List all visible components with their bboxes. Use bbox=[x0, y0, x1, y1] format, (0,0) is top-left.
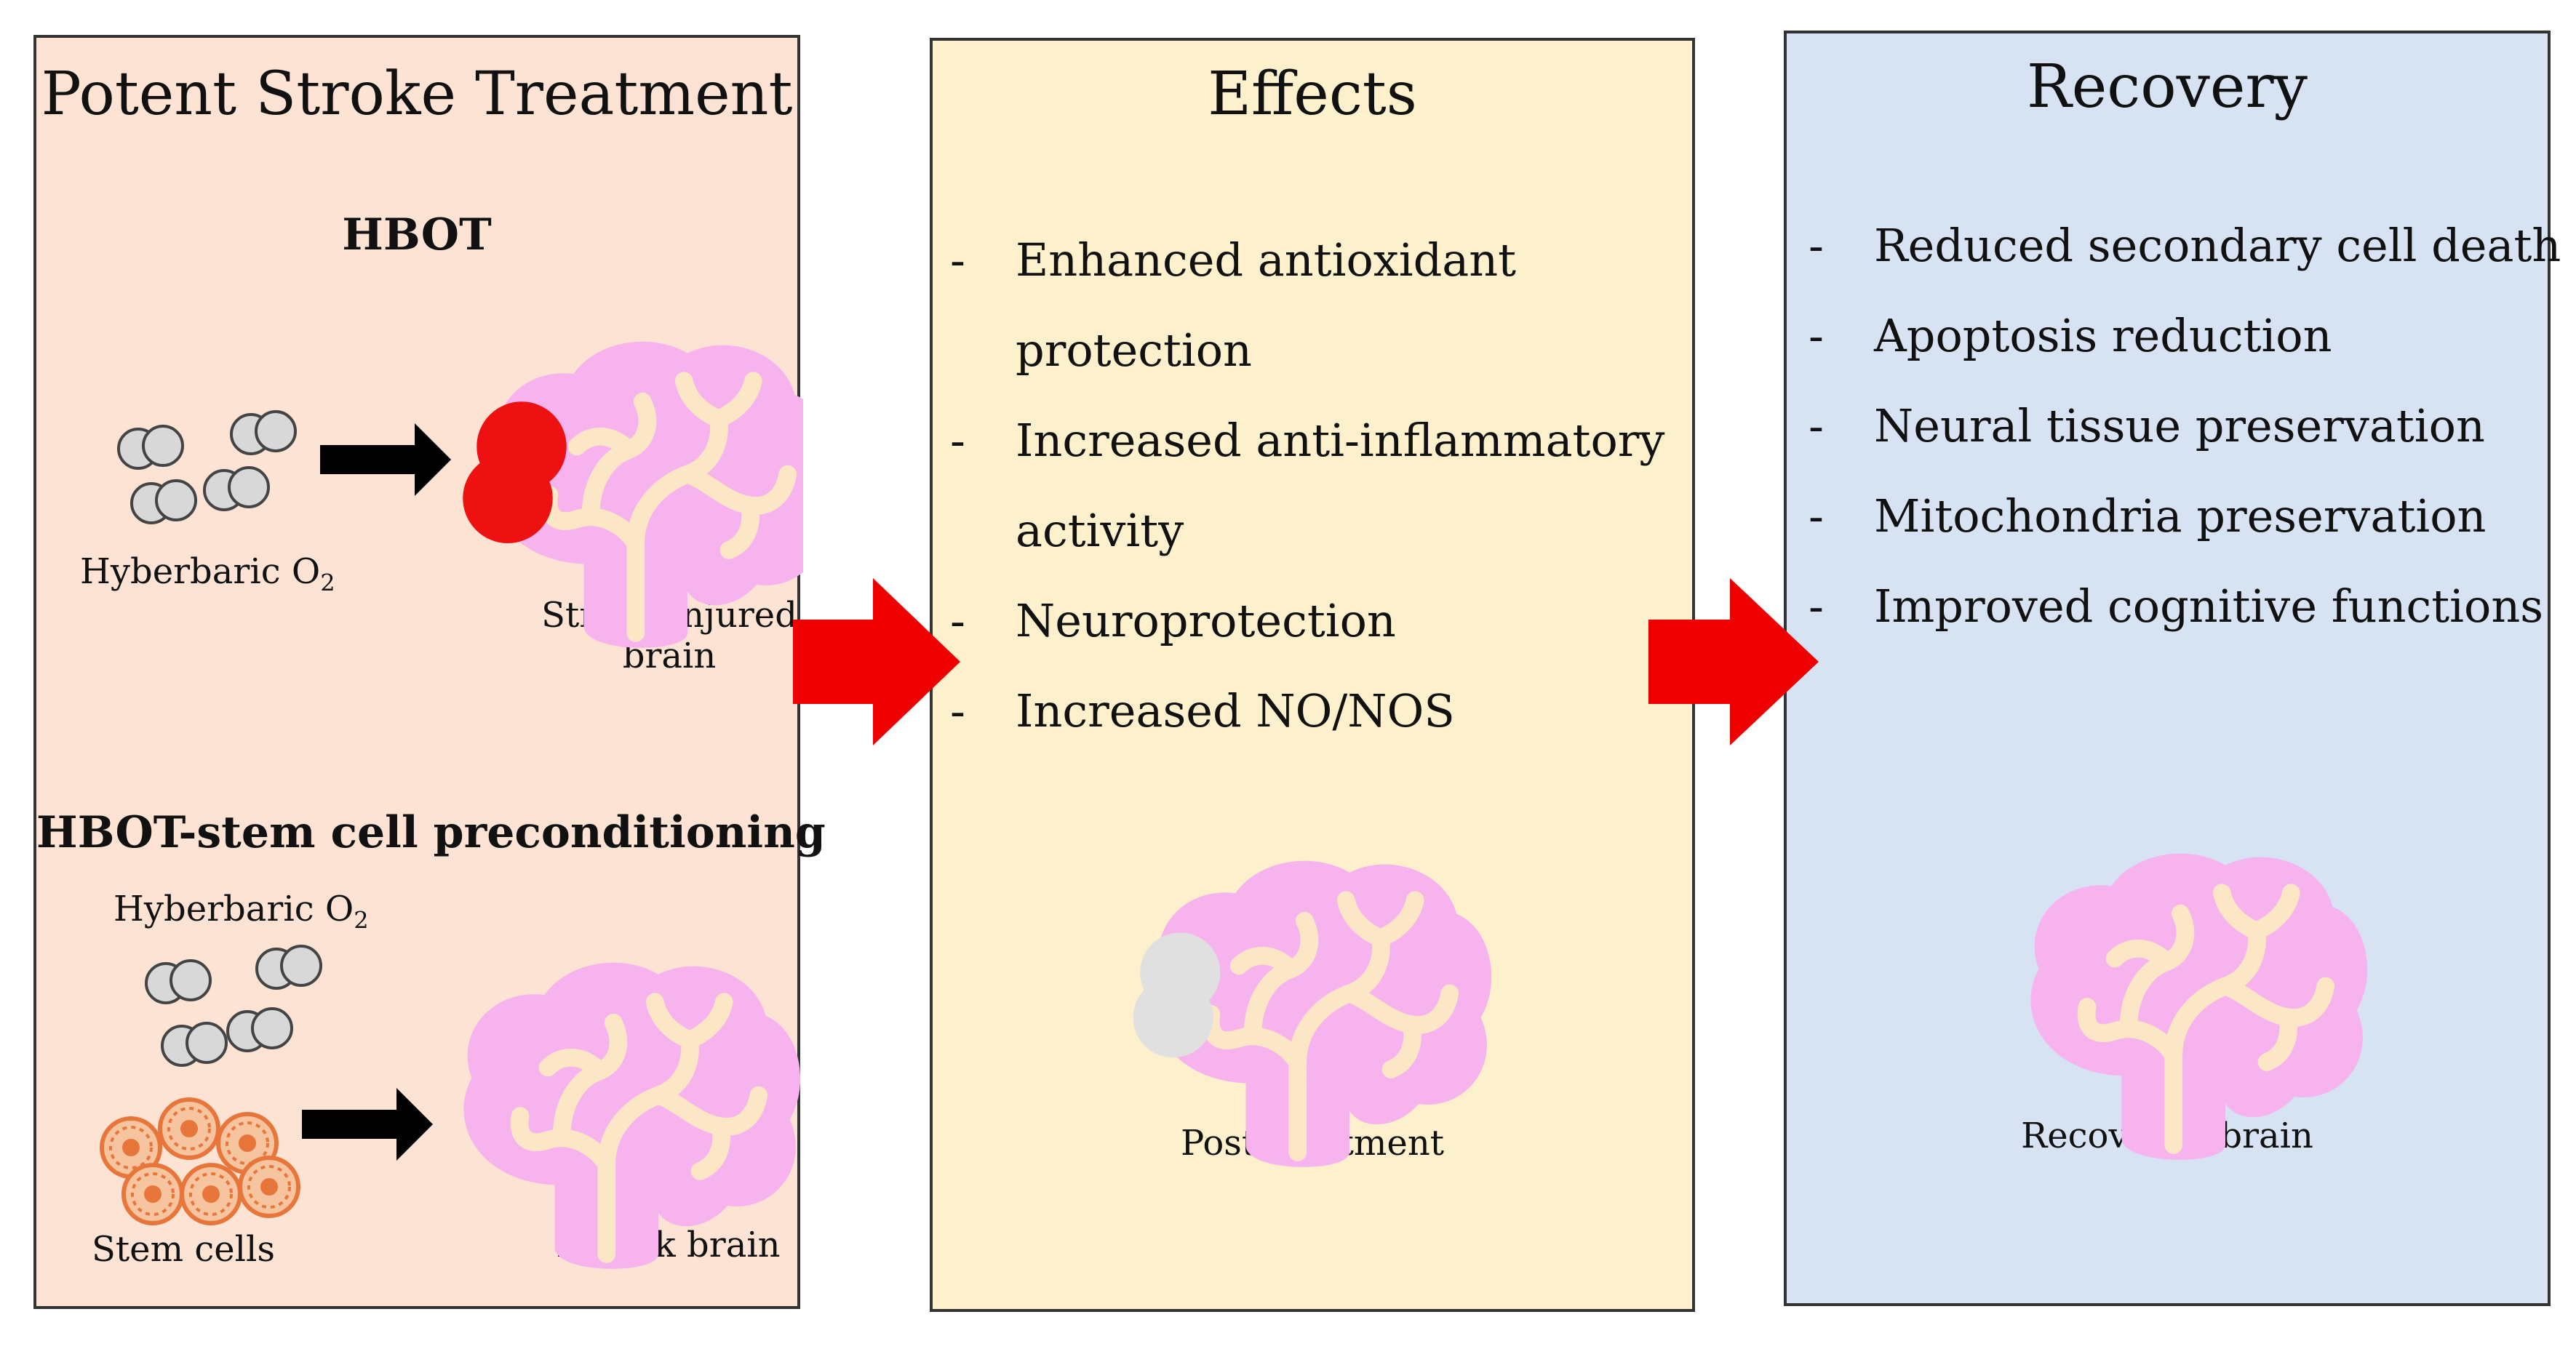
panel-title-recovery: Recovery bbox=[2027, 52, 2308, 121]
effects-list: Enhanced antioxidant protection Increase… bbox=[950, 215, 1664, 756]
panel-title-treatment: Potent Stroke Treatment bbox=[41, 60, 793, 129]
caption-stem-cells: Stem cells bbox=[92, 1229, 275, 1270]
panel-recovery: Recovery Reduced secondary cell death Ap… bbox=[1784, 31, 2561, 1309]
list-item: activity bbox=[1016, 504, 1184, 557]
recovered-brain-icon bbox=[2030, 854, 2367, 1160]
caption-hyperbaric-o2-hbot: Hyberbaric O2 bbox=[80, 551, 335, 597]
oxygen-bubbles-icon bbox=[145, 945, 322, 1067]
list-item: Reduced secondary cell death bbox=[1809, 201, 2561, 291]
list-item: Neural tissue preservation bbox=[1809, 381, 2561, 471]
treatment-illustrations bbox=[36, 38, 803, 1312]
panel-title-effects: Effects bbox=[1208, 60, 1417, 129]
at-risk-brain-icon bbox=[463, 963, 800, 1269]
effects-illustration bbox=[1133, 41, 1698, 1315]
black-arrow-icon bbox=[320, 423, 451, 496]
recovery-illustration bbox=[1787, 33, 2553, 1309]
list-item: Apoptosis reduction bbox=[1809, 291, 2561, 381]
list-item: Mitochondria preservation bbox=[1809, 471, 2561, 561]
panel-effects: Effects Enhanced antioxidant protection … bbox=[930, 38, 1695, 1312]
caption-hyperbaric-o2-precond: Hyberbaric O2 bbox=[113, 889, 369, 934]
list-item: Enhanced antioxidant bbox=[950, 215, 1664, 305]
subtitle-hbot-stem-cell-preconditioning: HBOT-stem cell preconditioning bbox=[36, 807, 826, 858]
panel-potent-stroke-treatment: Potent Stroke Treatment HBOT Hyberbaric … bbox=[33, 35, 826, 1312]
oxygen-bubbles-icon bbox=[117, 410, 297, 524]
subtitle-hbot: HBOT bbox=[342, 209, 492, 260]
recovery-list: Reduced secondary cell death Apoptosis r… bbox=[1809, 201, 2561, 652]
post-treatment-brain-icon bbox=[1133, 861, 1491, 1167]
list-item: Increased anti-inflammatory bbox=[950, 396, 1664, 486]
black-arrow-icon bbox=[302, 1088, 433, 1161]
stroke-injured-brain-icon bbox=[463, 342, 803, 648]
list-item: Improved cognitive functions bbox=[1809, 561, 2561, 652]
list-item: protection bbox=[1016, 324, 1252, 377]
stem-cells-icon bbox=[102, 1100, 298, 1223]
